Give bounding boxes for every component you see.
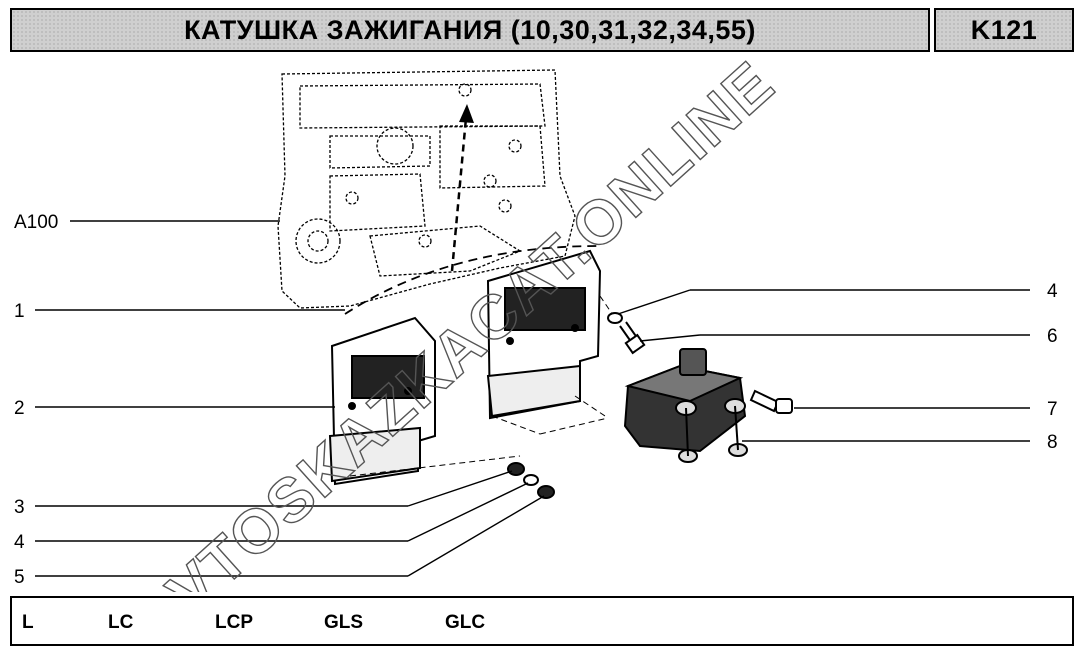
callout-4-left: 4 <box>14 532 25 553</box>
nut-5 <box>537 485 555 499</box>
assembly-lines <box>349 295 616 477</box>
model-lcp: LCP <box>215 612 253 633</box>
model-lc: LC <box>108 612 134 633</box>
callout-2: 2 <box>14 398 25 419</box>
bolt-long <box>749 389 793 414</box>
mounting-arrow <box>450 104 474 272</box>
page-title: КАТУШКА ЗАЖИГАНИЯ (10,30,31,32,34,55) <box>10 8 930 52</box>
callout-3: 3 <box>14 497 25 518</box>
callout-4-right: 4 <box>1047 281 1058 302</box>
model-availability-bar: L LC LCP GLS GLC <box>10 596 1074 646</box>
engine-block-illustration <box>277 69 576 309</box>
exploded-diagram: A100 1 2 3 4 5 4 6 7 8 AVTOSKAZKACAT.ONL… <box>14 56 1058 592</box>
fasteners-lower <box>507 462 555 499</box>
washer-right <box>607 312 623 324</box>
callout-8: 8 <box>1047 432 1058 453</box>
model-gls: GLS <box>324 612 364 633</box>
header: КАТУШКА ЗАЖИГАНИЯ (10,30,31,32,34,55) K1… <box>0 0 1084 56</box>
callout-7: 7 <box>1047 399 1058 420</box>
leader-lines <box>35 220 1030 577</box>
callout-5: 5 <box>14 567 25 588</box>
watermark: AVTOSKAZKACAT.ONLINE <box>123 56 788 592</box>
bracket-right <box>486 249 602 420</box>
assembly-arc <box>344 245 599 315</box>
model-glc: GLC <box>445 612 486 633</box>
model-l: L <box>22 612 34 633</box>
callout-a100: A100 <box>14 212 58 233</box>
nut-3 <box>507 462 525 476</box>
part-code: K121 <box>934 8 1074 52</box>
bolt-short <box>619 321 646 355</box>
callout-6: 6 <box>1047 326 1058 347</box>
ignition-coil <box>623 348 748 463</box>
callout-1: 1 <box>14 301 25 322</box>
